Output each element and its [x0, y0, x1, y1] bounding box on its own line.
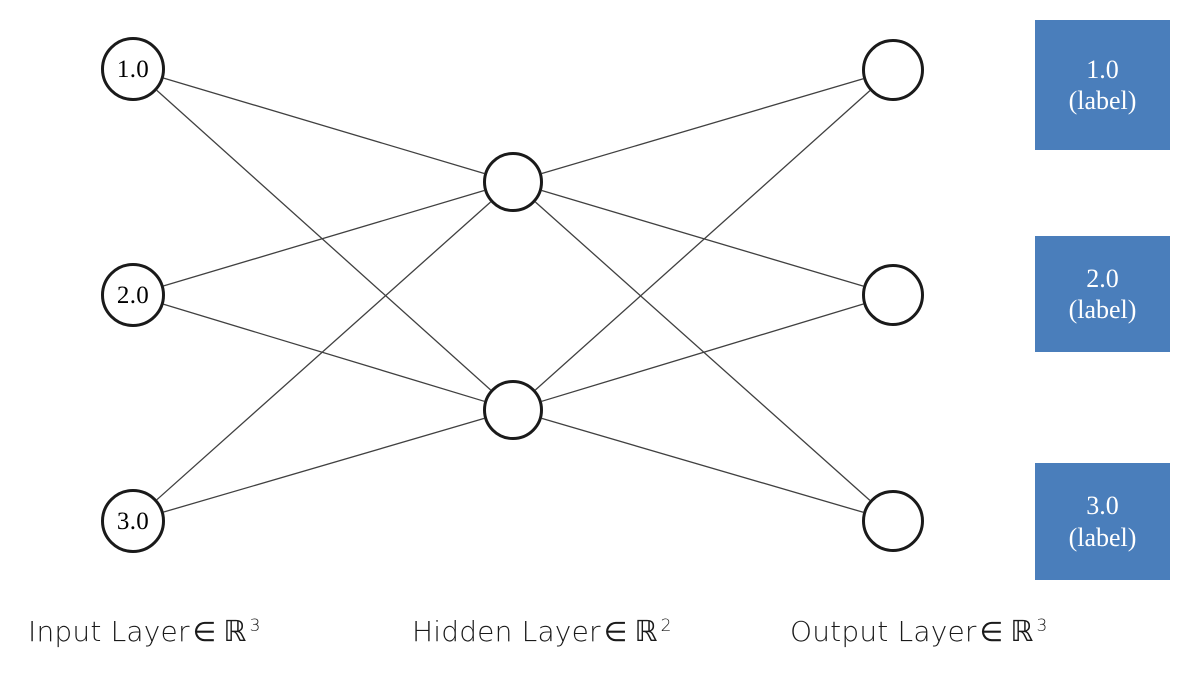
output-node-2[interactable] — [862, 264, 924, 326]
target-label-1-value: 1.0 — [1086, 54, 1119, 84]
element-of-icon: ∈ — [603, 617, 628, 648]
edge-input1-hidden1 — [163, 77, 485, 175]
output-layer-caption-name: Output Layer — [790, 615, 977, 648]
target-label-box-1[interactable]: 1.0 (label) — [1035, 20, 1170, 150]
hidden-layer-caption-name: Hidden Layer — [412, 615, 601, 648]
real-numbers-icon: ℝ — [1010, 614, 1034, 648]
input-node-2[interactable]: 2.0 — [101, 263, 165, 327]
edge-hidden1-output3 — [534, 201, 871, 501]
edge-input3-hidden1 — [156, 201, 492, 501]
edge-hidden1-output2 — [541, 189, 864, 287]
hidden-layer-dimension: 2 — [660, 615, 672, 636]
edge-input2-hidden1 — [163, 189, 485, 287]
target-label-box-2[interactable]: 2.0 (label) — [1035, 236, 1170, 352]
target-label-1-kind: (label) — [1068, 86, 1137, 115]
hidden-node-1[interactable] — [483, 152, 543, 212]
target-label-3-value: 3.0 — [1086, 491, 1119, 521]
edge-input2-hidden2 — [163, 303, 485, 402]
input-node-1-value: 1.0 — [116, 55, 150, 83]
real-numbers-icon: ℝ — [223, 614, 247, 648]
edge-hidden2-output2 — [541, 303, 864, 402]
input-layer-dimension: 3 — [249, 615, 261, 636]
input-node-3-value: 3.0 — [116, 507, 150, 535]
edge-hidden1-output1 — [541, 78, 864, 175]
input-layer-caption-name: Input Layer — [28, 615, 190, 648]
edge-input1-hidden2 — [156, 89, 492, 391]
edge-input3-hidden2 — [163, 417, 485, 513]
input-node-1[interactable]: 1.0 — [101, 37, 165, 101]
input-node-2-value: 2.0 — [116, 281, 150, 309]
output-layer-dimension: 3 — [1036, 615, 1048, 636]
target-label-2-value: 2.0 — [1086, 263, 1119, 293]
real-numbers-icon: ℝ — [634, 614, 658, 648]
target-label-box-3[interactable]: 3.0 (label) — [1035, 463, 1170, 580]
hidden-node-2[interactable] — [483, 380, 543, 440]
output-node-3[interactable] — [862, 490, 924, 552]
output-node-1[interactable] — [862, 39, 924, 101]
edge-hidden2-output3 — [541, 417, 864, 513]
element-of-icon: ∈ — [192, 617, 217, 648]
target-label-3-kind: (label) — [1068, 522, 1137, 552]
element-of-icon: ∈ — [979, 617, 1004, 648]
input-node-3[interactable]: 3.0 — [101, 489, 165, 553]
target-label-2-kind: (label) — [1068, 295, 1137, 324]
edge-hidden2-output1 — [534, 90, 871, 391]
